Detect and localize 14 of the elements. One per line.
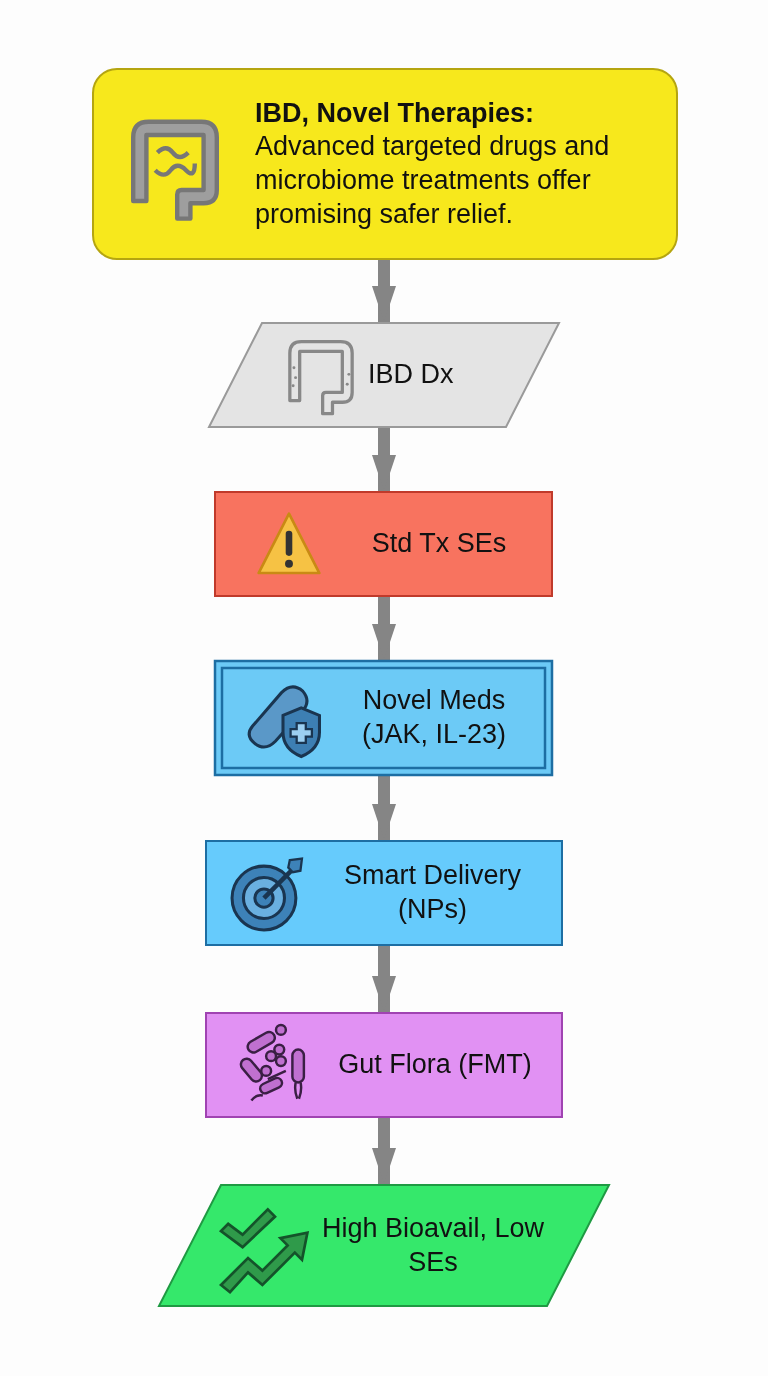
arrow xyxy=(372,428,396,491)
node-label: Gut Flora (FMT) xyxy=(337,1048,533,1082)
node-label: High Bioavail, Low SEs xyxy=(320,1211,546,1279)
arrow xyxy=(372,1118,396,1184)
node-label: IBD Dx xyxy=(368,358,455,392)
arrow xyxy=(372,597,396,660)
node-label: Std Tx SEs xyxy=(370,527,508,561)
arrow xyxy=(372,776,396,840)
arrow xyxy=(372,260,396,322)
node-label: Novel Meds (JAK, IL-23) xyxy=(360,684,507,751)
node-heading: IBD, Novel Therapies: xyxy=(255,96,536,130)
arrow xyxy=(372,946,396,1012)
node-label: Smart Delivery (NPs) xyxy=(343,859,522,926)
node-body: Advanced targeted drugs and microbiome treatments offer promising safer relief. xyxy=(255,130,611,231)
